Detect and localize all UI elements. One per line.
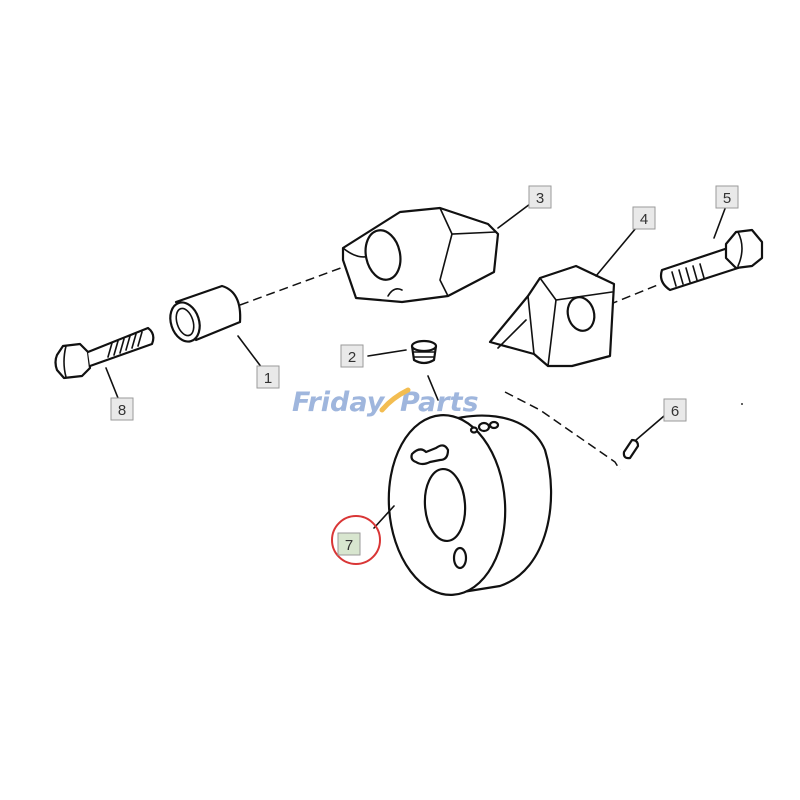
leader-lines <box>105 203 727 529</box>
watermark-logo: Friday Parts <box>292 387 479 418</box>
callout-4[interactable]: 4 <box>632 206 656 230</box>
watermark-text-part1: Friday <box>292 387 386 418</box>
leader-line-2 <box>367 349 407 357</box>
part-4-block[interactable] <box>488 264 616 368</box>
leader-line-1 <box>237 335 263 369</box>
callout-label: 8 <box>118 402 126 419</box>
alignment-line-bolt-to-block <box>595 283 661 311</box>
leader-line-4 <box>595 227 637 277</box>
leader-line-6 <box>635 415 665 441</box>
part-2-set-screw[interactable] <box>410 339 438 365</box>
highlight-ring <box>331 515 381 565</box>
leader-line-2-to-wheel <box>427 375 439 401</box>
part-3-clamp[interactable] <box>341 206 500 304</box>
watermark-swoosh-icon <box>379 387 411 413</box>
leader-line-8 <box>105 367 119 399</box>
leader-line-3 <box>497 203 531 229</box>
part-8-bolt[interactable] <box>54 326 155 380</box>
callout-label: 1 <box>264 370 272 387</box>
callout-label: 5 <box>723 190 731 207</box>
callout-7[interactable]: 7 <box>337 532 361 556</box>
part-7-wheel[interactable] <box>383 411 553 599</box>
callout-2[interactable]: 2 <box>340 344 364 368</box>
callout-1[interactable]: 1 <box>256 365 280 389</box>
stray-dot <box>741 403 743 405</box>
watermark-text-part2: Parts <box>400 387 479 418</box>
part-5-bolt[interactable] <box>659 228 764 292</box>
leader-line-7 <box>373 505 395 529</box>
callout-5[interactable]: 5 <box>715 185 739 209</box>
part-6-pin[interactable] <box>622 438 640 460</box>
part-1-sleeve[interactable] <box>166 284 242 345</box>
callout-label: 2 <box>348 349 356 366</box>
callout-label: 4 <box>640 211 648 228</box>
leader-line-5 <box>713 205 727 239</box>
callout-label: 3 <box>536 190 544 207</box>
alignment-line-wheel-to-pin <box>504 391 621 471</box>
callout-6[interactable]: 6 <box>663 398 687 422</box>
callout-label: 7 <box>345 537 353 554</box>
callout-3[interactable]: 3 <box>528 185 552 209</box>
callout-8[interactable]: 8 <box>110 397 134 421</box>
callout-label: 6 <box>671 403 679 420</box>
